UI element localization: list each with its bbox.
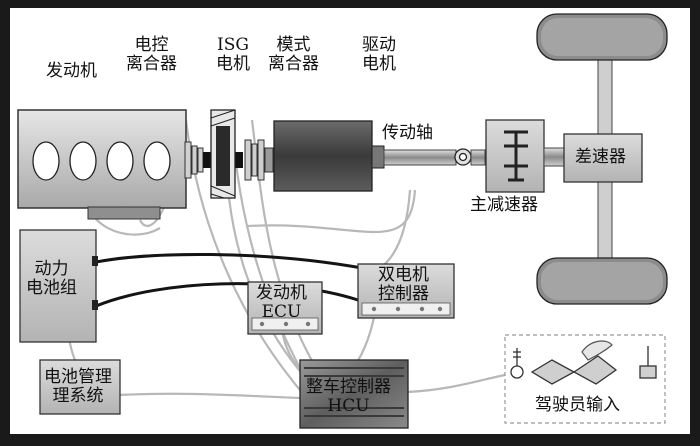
engine-ecu <box>247 281 323 335</box>
foot-icon <box>581 340 613 361</box>
battery-pack-label: 动力 电池组 <box>26 260 77 298</box>
engine-label: 发动机 <box>46 61 97 81</box>
engine-ecu-label: 发动机 ECU <box>256 284 307 322</box>
bms <box>39 359 121 415</box>
ecu-clutch-label: 电控 离合器 <box>126 36 177 74</box>
driver-input-label: 驾驶员输入 <box>535 395 620 415</box>
engine-ecu-label-line1: 发动机 <box>256 283 307 303</box>
universal-joint <box>454 148 472 166</box>
isg-motor <box>210 109 236 199</box>
drive-shaft <box>383 149 457 166</box>
differential-label: 差速器 <box>575 147 626 167</box>
drive-motor-label-line2: 电机 <box>362 54 396 74</box>
battery-pack-label-line1: 动力 <box>34 259 69 279</box>
mode-clutch-label-line2: 离合器 <box>268 54 319 74</box>
key-icon <box>510 348 524 379</box>
pinion-shaft <box>470 149 486 166</box>
wheel <box>536 13 668 61</box>
dual-motor-controller-label: 双电机 控制器 <box>378 266 429 304</box>
engine-cylinder <box>69 141 97 181</box>
engine-cylinder <box>106 141 134 181</box>
isg-motor-label-line2: 电机 <box>216 54 250 74</box>
power-cables <box>95 252 363 308</box>
bms-label: 电池管理 理系统 <box>44 368 112 406</box>
ecu-clutch-label-line1: 电控 <box>134 35 169 55</box>
battery-pack <box>19 229 98 343</box>
dual-motor-controller-label-line2: 控制器 <box>378 284 429 304</box>
hcu <box>299 359 409 429</box>
hcu-label-line2: HCU <box>327 396 370 416</box>
driver-input-panel <box>504 334 666 424</box>
dual-motor-controller <box>357 263 455 319</box>
pedal-icon <box>530 355 618 385</box>
drive-shaft-label: 传动轴 <box>382 123 433 143</box>
isg-motor-label-line1: ISG <box>217 35 249 55</box>
engine <box>17 109 187 220</box>
ecu-clutch <box>184 141 204 179</box>
drive-motor-label-line1: 驱动 <box>362 35 396 55</box>
engine-cylinder <box>32 141 60 181</box>
battery-pack-label-line2: 电池组 <box>26 278 77 298</box>
final-drive <box>485 119 565 193</box>
dual-motor-controller-label-line1: 双电机 <box>378 265 429 285</box>
bms-label-line2: 理系统 <box>52 386 104 406</box>
bms-label-line1: 电池管理 <box>44 367 112 387</box>
engine-ecu-label-line2: ECU <box>261 302 302 322</box>
engine-cylinder <box>143 141 171 181</box>
gear-lever-icon <box>639 346 657 379</box>
mode-clutch-label-line1: 模式 <box>276 35 311 55</box>
wheel <box>536 257 668 305</box>
hcu-label: 整车控制器 HCU <box>306 378 391 416</box>
mode-clutch <box>244 139 274 181</box>
mode-clutch-label: 模式 离合器 <box>268 36 319 74</box>
drive-motor <box>273 120 385 192</box>
drive-motor-label: 驱动 电机 <box>362 36 396 74</box>
differential <box>563 133 643 183</box>
ecu-clutch-label-line2: 离合器 <box>126 54 177 74</box>
final-drive-label: 主减速器 <box>470 195 538 215</box>
hcu-label-line1: 整车控制器 <box>306 377 391 397</box>
isg-motor-label: ISG 电机 <box>216 36 250 74</box>
